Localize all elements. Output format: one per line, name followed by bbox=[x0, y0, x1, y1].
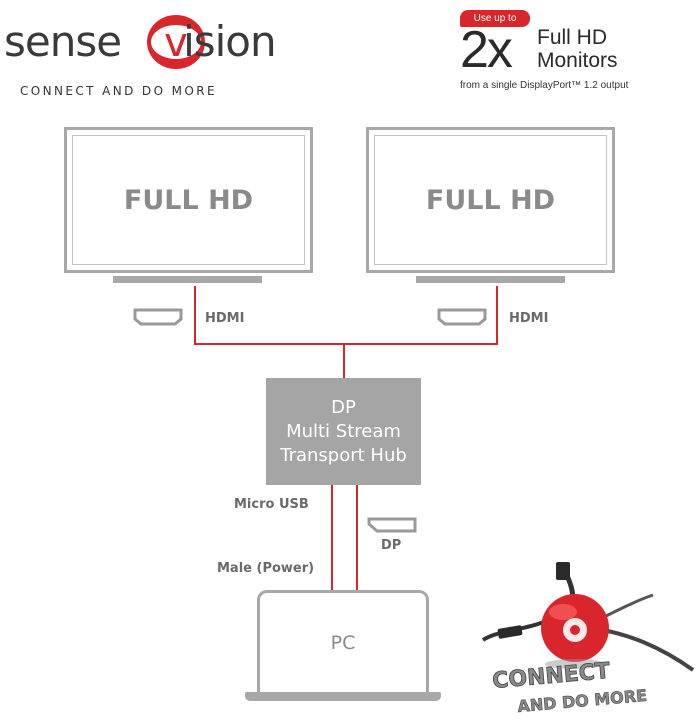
monitor-left-stand bbox=[113, 276, 262, 283]
product-plug-icon bbox=[497, 625, 523, 639]
badge-pill: Use up to bbox=[460, 10, 530, 27]
mst-hub: DP Multi Stream Transport Hub bbox=[266, 378, 421, 485]
monitor-right-label: FULL HD bbox=[425, 184, 556, 216]
hdmi-label-left: HDMI bbox=[205, 311, 245, 326]
monitor-right: FULL HD bbox=[366, 127, 615, 273]
wire-horizontal bbox=[194, 343, 498, 345]
wire-displayport bbox=[356, 485, 358, 590]
monitor-left: FULL HD bbox=[64, 127, 313, 273]
monitor-right-stand bbox=[416, 276, 565, 283]
logo-v-emblem: v bbox=[147, 15, 205, 69]
dp-label: DP bbox=[381, 538, 402, 553]
pc-label: PC bbox=[330, 631, 356, 654]
pc-laptop-base bbox=[245, 692, 441, 701]
pc-laptop: PC bbox=[257, 590, 429, 692]
logo-word-left: sense bbox=[4, 17, 122, 66]
product-cable bbox=[602, 628, 695, 672]
product-text-do-more: AND DO MORE bbox=[517, 686, 648, 716]
wire-hub-top bbox=[343, 343, 345, 378]
wire-left-monitor bbox=[194, 286, 196, 345]
logo-tagline: CONNECT AND DO MORE bbox=[20, 84, 217, 98]
hub-line-3: Transport Hub bbox=[280, 444, 407, 466]
wire-right-monitor bbox=[496, 286, 498, 345]
monitor-right-screen: FULL HD bbox=[374, 135, 607, 265]
badge-multiplier: 2x bbox=[460, 21, 513, 79]
hub-line-1: DP bbox=[331, 396, 356, 418]
badge-note: from a single DisplayPort™ 1.2 output bbox=[460, 80, 629, 91]
logo-wordmark: sense ision bbox=[4, 12, 277, 72]
hdmi-label-right: HDMI bbox=[509, 311, 549, 326]
displayport-icon bbox=[367, 517, 417, 533]
hdmi-port-icon bbox=[133, 308, 183, 326]
badge-line-2: Monitors bbox=[537, 49, 618, 72]
logo-word-right: ision bbox=[183, 17, 277, 66]
micro-usb-label: Micro USB bbox=[234, 497, 309, 512]
product-text-connect: CONNECT bbox=[491, 659, 611, 694]
product-hub-illustration: CONNECT AND DO MORE bbox=[481, 562, 695, 716]
monitor-left-screen: FULL HD bbox=[72, 135, 305, 265]
hdmi-port-icon bbox=[437, 308, 487, 326]
wire-usb-power bbox=[331, 485, 333, 590]
monitor-left-label: FULL HD bbox=[123, 184, 254, 216]
male-power-label: Male (Power) bbox=[217, 561, 315, 576]
product-plug-icon bbox=[556, 562, 570, 580]
logo-v-letter: v bbox=[164, 20, 188, 66]
badge-line-1: Full HD bbox=[537, 26, 608, 49]
hub-line-2: Multi Stream bbox=[286, 420, 401, 442]
